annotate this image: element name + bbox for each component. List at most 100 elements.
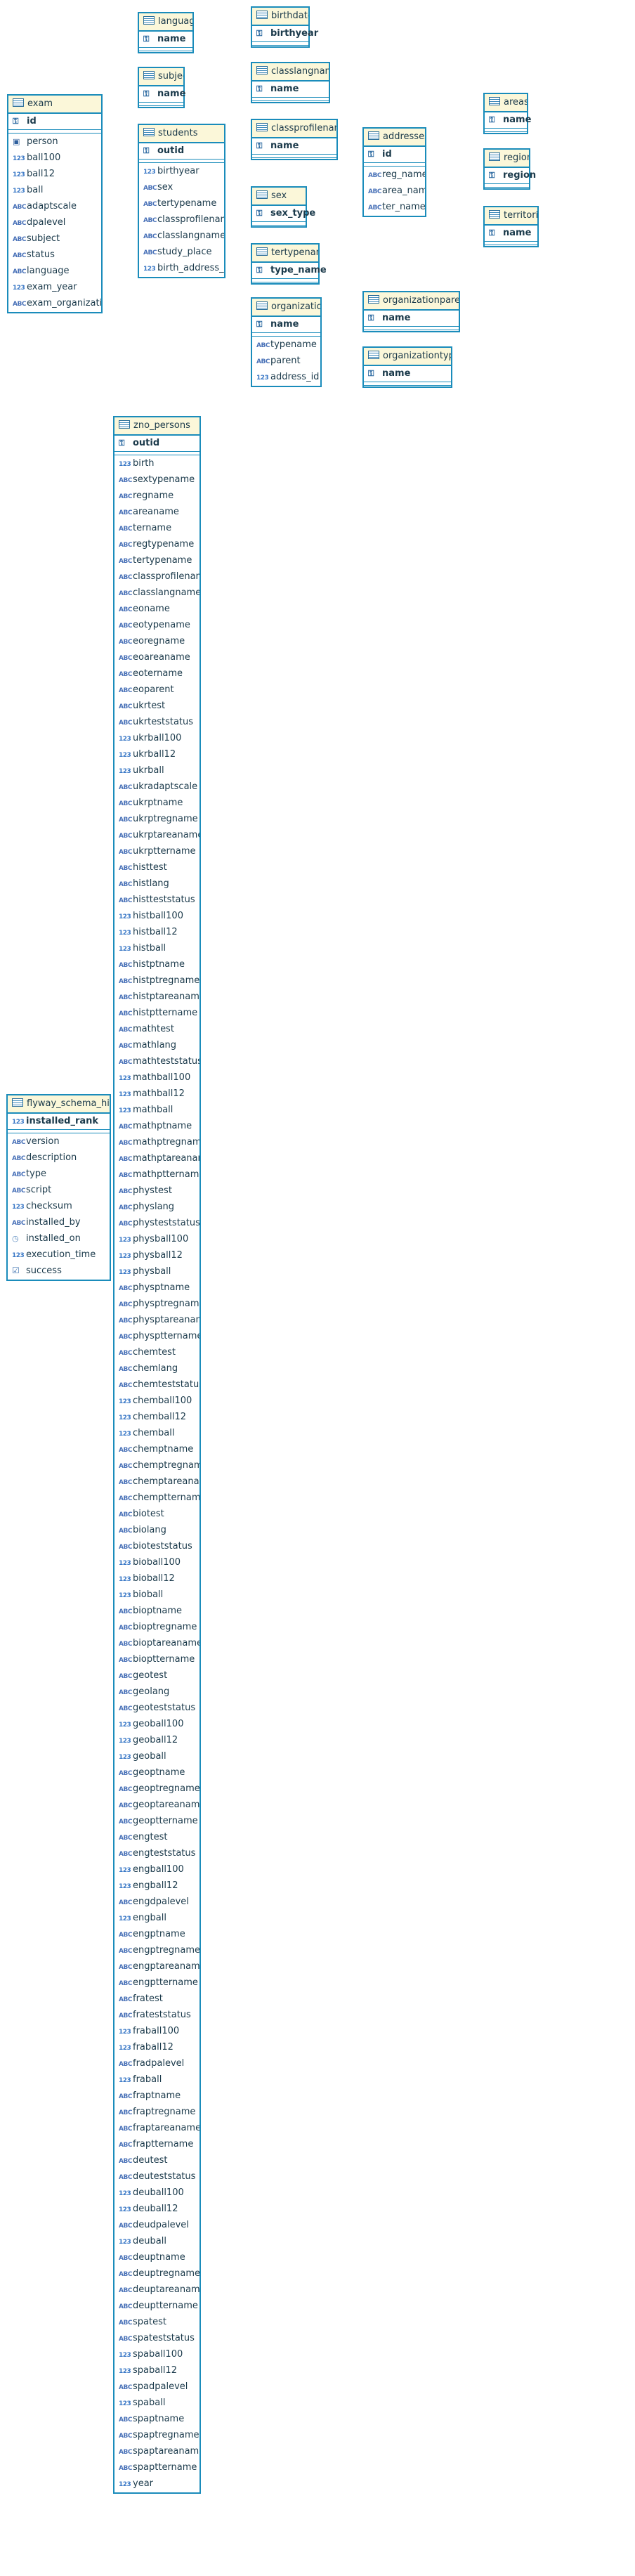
column-row[interactable]: ABCchemptareaname bbox=[114, 1474, 199, 1490]
column-row[interactable]: ABCchemptregname bbox=[114, 1457, 199, 1474]
primary-key-column[interactable]: ⚿name bbox=[485, 226, 537, 242]
column-row[interactable]: ABCspaptareaname bbox=[114, 2443, 199, 2459]
column-row[interactable]: ABCspadpalevel bbox=[114, 2379, 199, 2395]
column-row[interactable]: ABCtertypename bbox=[114, 552, 199, 568]
table-header[interactable]: exam bbox=[8, 96, 101, 114]
column-row[interactable]: ABChistptareaname bbox=[114, 989, 199, 1005]
column-row[interactable]: ABCreg_name bbox=[364, 167, 425, 183]
column-row[interactable]: ABCadaptscale bbox=[8, 198, 101, 214]
column-row[interactable]: ABCmathtest bbox=[114, 1021, 199, 1037]
column-row[interactable]: ABCdeupttername bbox=[114, 2298, 199, 2314]
primary-key-column[interactable]: ⚿sex_type bbox=[252, 206, 315, 222]
primary-key-column[interactable]: ⚿type_name bbox=[252, 263, 327, 279]
column-row[interactable]: ABCfrapttername bbox=[114, 2136, 199, 2152]
table-header[interactable]: regions bbox=[485, 150, 529, 168]
column-row[interactable]: ABCfraptname bbox=[114, 2088, 199, 2104]
primary-key-column[interactable]: ⚿name bbox=[139, 86, 185, 103]
column-row[interactable]: ABCtername bbox=[114, 520, 199, 536]
column-row[interactable]: ABCeoareaname bbox=[114, 649, 199, 665]
column-row[interactable]: ABCregname bbox=[114, 488, 199, 504]
primary-key-column[interactable]: ⚿name bbox=[252, 138, 336, 155]
table-header[interactable]: areas bbox=[485, 94, 527, 112]
column-row[interactable]: ABCmathpttername bbox=[114, 1166, 199, 1183]
table-header[interactable]: zno_persons bbox=[114, 417, 199, 436]
table-header[interactable]: organizationparents bbox=[364, 292, 459, 311]
column-row[interactable]: ABCexam_organization bbox=[8, 295, 101, 311]
column-row[interactable]: ABCeoregname bbox=[114, 633, 199, 649]
primary-key-column[interactable]: ⚿name bbox=[252, 82, 329, 98]
column-row[interactable]: ABChistpttername bbox=[114, 1005, 199, 1021]
column-row[interactable]: ABCsex bbox=[139, 179, 224, 195]
table-areas[interactable]: areas⚿name bbox=[483, 93, 531, 134]
column-row[interactable]: ABCgeopttername bbox=[114, 1813, 199, 1829]
table-header[interactable]: birthdates bbox=[252, 8, 308, 26]
column-row[interactable]: ABCmathlang bbox=[114, 1037, 199, 1053]
primary-key-column[interactable]: ⚿name bbox=[139, 32, 192, 48]
table-classlangnames[interactable]: classlangnames⚿name bbox=[251, 62, 330, 103]
column-row[interactable]: ABCukrteststatus bbox=[114, 714, 199, 730]
column-row[interactable]: ABCfraptareaname bbox=[114, 2120, 199, 2136]
table-subjects[interactable]: subjects⚿name bbox=[138, 67, 185, 108]
table-regions[interactable]: regions⚿region bbox=[483, 148, 536, 190]
column-row[interactable]: ABCdpalevel bbox=[8, 214, 101, 230]
column-row[interactable]: ABCukrtest bbox=[114, 698, 199, 714]
column-row[interactable]: ABCbioptname bbox=[114, 1603, 199, 1619]
column-row[interactable]: ABCukrptareaname bbox=[114, 827, 199, 843]
column-row[interactable]: ABCfradpalevel bbox=[114, 2055, 199, 2071]
column-row[interactable]: ABCchemptname bbox=[114, 1441, 199, 1457]
column-row[interactable]: ABChistptname bbox=[114, 956, 199, 972]
column-row[interactable]: ABCspaptname bbox=[114, 2411, 199, 2427]
table-birthdates[interactable]: birthdates⚿birthyear bbox=[251, 6, 318, 48]
column-row[interactable]: ABChistteststatus bbox=[114, 892, 199, 908]
column-row[interactable]: ABCbiopttername bbox=[114, 1651, 199, 1667]
column-row[interactable]: ABCgeoptname bbox=[114, 1764, 199, 1781]
column-row[interactable]: ABCclassprofilename bbox=[139, 212, 224, 228]
column-row[interactable]: ABCmathptregname bbox=[114, 1134, 199, 1150]
table-organizationparents[interactable]: organizationparents⚿name bbox=[362, 291, 460, 332]
table-header[interactable]: languages bbox=[139, 13, 192, 32]
column-row[interactable]: ABCphysptname bbox=[114, 1280, 199, 1296]
column-row[interactable]: ABCengdpalevel bbox=[114, 1894, 199, 1910]
column-row[interactable]: ABCphystest bbox=[114, 1183, 199, 1199]
column-row[interactable]: ABCstatus bbox=[8, 247, 101, 263]
column-row[interactable]: ABCarea_name bbox=[364, 183, 425, 199]
column-row[interactable]: ABChistlang bbox=[114, 876, 199, 892]
column-row[interactable]: ABCphysptregname bbox=[114, 1296, 199, 1312]
table-header[interactable]: addresses bbox=[364, 129, 425, 147]
column-row[interactable]: ABCfraptregname bbox=[114, 2104, 199, 2120]
table-territories[interactable]: territories⚿name bbox=[483, 206, 539, 247]
table-classprofilenames[interactable]: classprofilenames⚿name bbox=[251, 119, 338, 160]
column-row[interactable]: ABCeotername bbox=[114, 665, 199, 682]
column-row[interactable]: ABCversion bbox=[8, 1133, 110, 1150]
column-row[interactable]: ABCeotypename bbox=[114, 617, 199, 633]
column-row[interactable]: ABCengptname bbox=[114, 1926, 199, 1942]
column-row[interactable]: ABCphyslang bbox=[114, 1199, 199, 1215]
column-row[interactable]: ABCdeudpalevel bbox=[114, 2217, 199, 2233]
